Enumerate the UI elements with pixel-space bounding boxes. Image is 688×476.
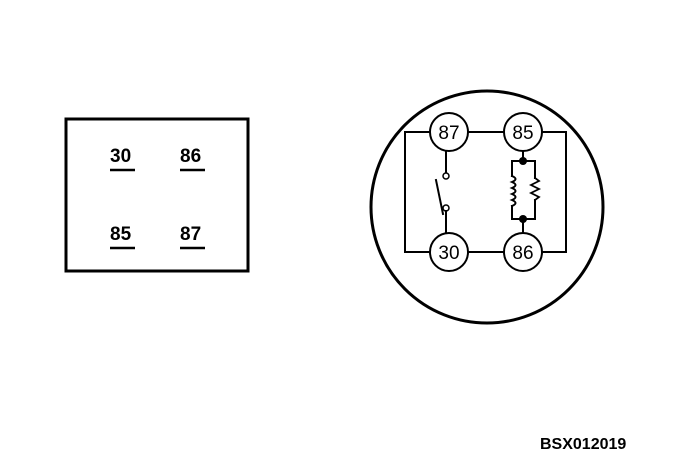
terminal-85-circle — [503, 112, 543, 152]
switch-blade — [434, 178, 445, 216]
terminal-labels: 30 86 85 87 — [110, 146, 205, 250]
terminal-87-label: 87 — [438, 123, 459, 144]
switch-contact-top — [442, 172, 450, 180]
terminal-86-label: 86 — [512, 243, 533, 264]
terminal-label-86: 86 — [180, 146, 201, 167]
relay-wiring — [404, 131, 567, 253]
terminal-86-circle — [503, 232, 543, 272]
relay-outline — [369, 89, 605, 325]
terminal-30-circle — [429, 232, 469, 272]
terminal-85-label: 85 — [512, 123, 533, 144]
relay-terminals: 87 85 30 86 — [429, 112, 543, 272]
resistor-zigzag — [528, 176, 542, 202]
terminal-label-85: 85 — [110, 224, 132, 245]
coil-winding — [509, 174, 517, 208]
terminal-label-87: 87 — [180, 224, 201, 245]
terminal-87-circle — [429, 112, 469, 152]
terminal-30-label: 30 — [438, 243, 459, 264]
figure-code: BSX012019 — [540, 436, 626, 453]
terminal-label-30: 30 — [110, 146, 131, 167]
terminal-layout-box — [64, 117, 250, 273]
